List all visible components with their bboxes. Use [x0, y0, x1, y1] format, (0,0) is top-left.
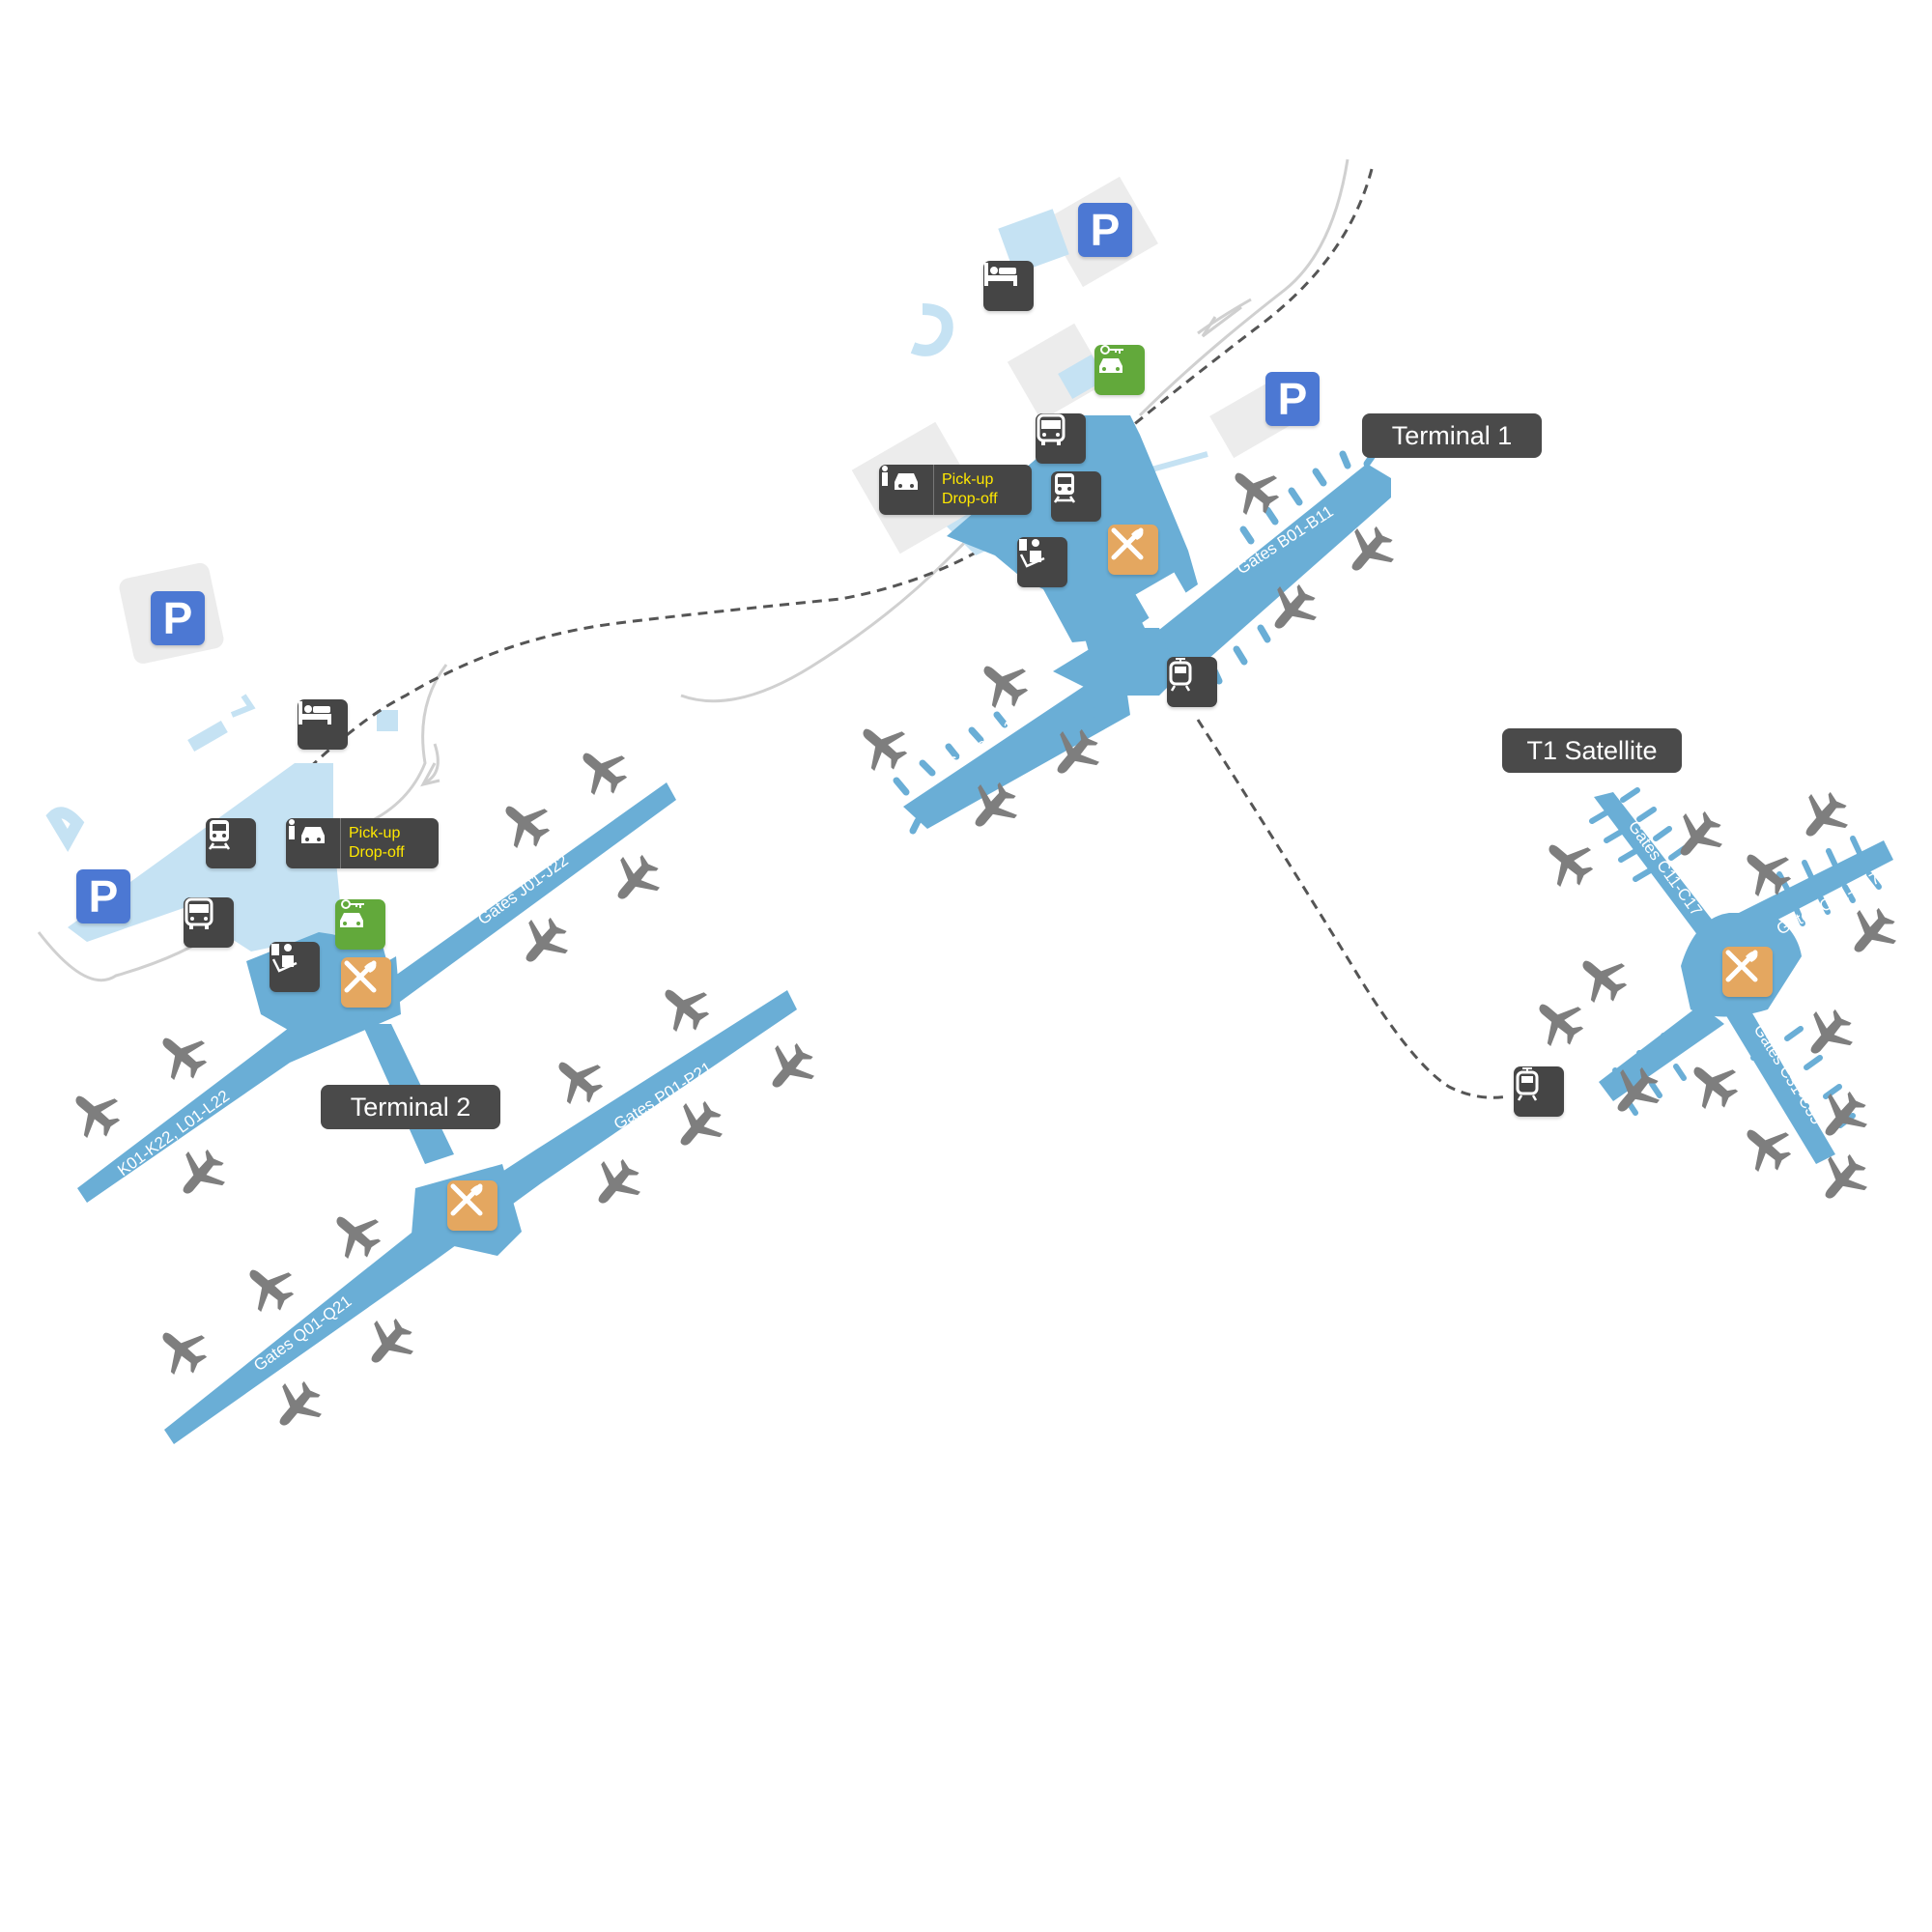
- pickup-line-2: Drop-off: [942, 491, 998, 507]
- restaurant-icon[interactable]: [1108, 525, 1158, 575]
- pickup-line-1: Pick-up: [349, 825, 401, 841]
- parking-icon[interactable]: P: [1265, 372, 1320, 426]
- hotel-icon[interactable]: [983, 261, 1034, 311]
- pickup-dropoff-badge[interactable]: Pick-up Drop-off: [879, 465, 1032, 515]
- parking-icon[interactable]: P: [151, 591, 205, 645]
- bus-icon[interactable]: [184, 897, 234, 948]
- car-rental-icon[interactable]: [335, 899, 385, 950]
- taxi-icon: [879, 465, 934, 515]
- t2-landside: [68, 763, 343, 952]
- tram-icon[interactable]: [1167, 657, 1217, 707]
- restaurant-icon[interactable]: [341, 957, 391, 1008]
- parking-icon[interactable]: P: [76, 869, 130, 923]
- pickup-text: Pick-up Drop-off: [934, 470, 1006, 509]
- tram-icon[interactable]: [1514, 1066, 1564, 1117]
- pickup-dropoff-badge[interactable]: Pick-up Drop-off: [286, 818, 439, 868]
- terminal-1-label[interactable]: Terminal 1: [1362, 413, 1542, 458]
- hotel-icon[interactable]: [298, 699, 348, 750]
- pickup-text: Pick-up Drop-off: [341, 824, 412, 863]
- gate-label-k: K01-K22, L01-L22: [114, 1087, 233, 1179]
- bus-icon[interactable]: [1036, 413, 1086, 464]
- restaurant-icon[interactable]: [447, 1180, 497, 1231]
- rail-lines: [259, 168, 1508, 1099]
- road-arrows: [420, 305, 1242, 787]
- car-rental-icon[interactable]: [1094, 345, 1145, 395]
- gate-label-j: Gates J01-J22: [474, 851, 572, 928]
- restaurant-icon[interactable]: [1722, 947, 1773, 997]
- passport-control-icon[interactable]: [270, 942, 320, 992]
- taxi-icon: [286, 818, 341, 868]
- gate-label-q: Gates Q01-Q21: [250, 1292, 355, 1375]
- train-icon[interactable]: [1051, 471, 1101, 522]
- satellite-label[interactable]: T1 Satellite: [1502, 728, 1682, 773]
- pickup-line-1: Pick-up: [942, 471, 994, 488]
- parking-icon[interactable]: P: [1078, 203, 1132, 257]
- train-icon[interactable]: [206, 818, 256, 868]
- terminal-2-label[interactable]: Terminal 2: [321, 1085, 500, 1129]
- passport-control-icon[interactable]: [1017, 537, 1067, 587]
- pickup-line-2: Drop-off: [349, 844, 405, 861]
